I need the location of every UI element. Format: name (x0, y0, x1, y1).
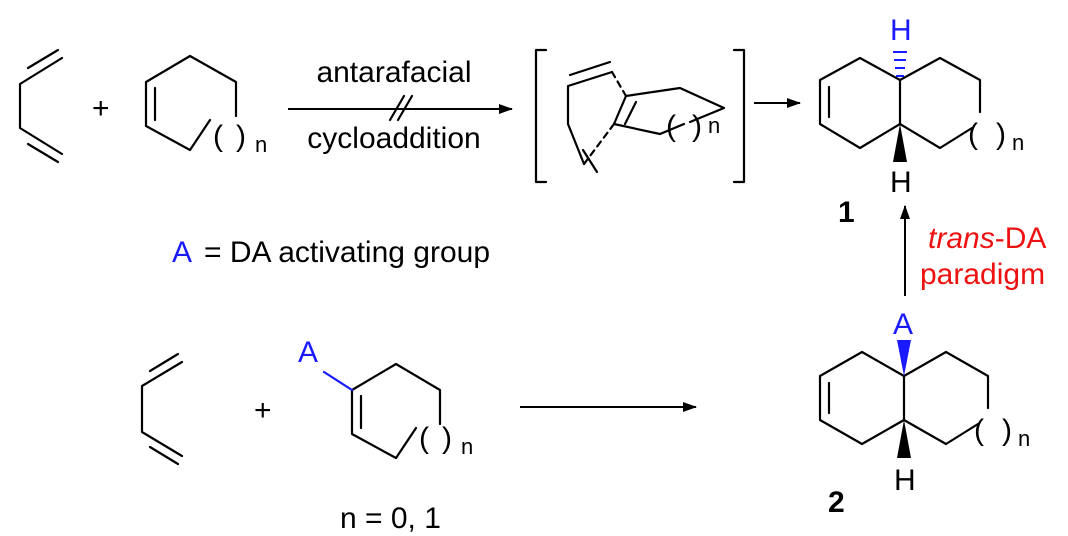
activating-group-letter: A (172, 236, 192, 269)
activating-group-description: = DA activating group (204, 236, 490, 269)
ring2-paren-open: ( (419, 422, 429, 455)
hydrogen-bottom: H (890, 166, 912, 199)
activated-cycloalkene: A ( ) n (298, 336, 473, 460)
arrow-label-antarafacial: antarafacial (316, 56, 471, 89)
p1-n-subscript: n (1012, 130, 1024, 155)
p2-paren-close: ) (1002, 414, 1012, 447)
paradigm-italic: trans (928, 222, 995, 255)
p2-paren-open: ( (974, 414, 984, 447)
plus-sign-bottom: + (254, 394, 272, 427)
n-values-label: n = 0, 1 (340, 502, 441, 535)
ts-n-subscript: n (708, 113, 720, 138)
plus-sign-top: + (92, 92, 110, 125)
activating-group-definition: A = DA activating group (172, 236, 490, 269)
forbidden-arrow: antarafacial cycloaddition (288, 56, 513, 155)
compound-label-2: 2 (828, 486, 845, 519)
p2-n-subscript: n (1018, 426, 1030, 451)
ring-n-subscript: n (255, 132, 267, 157)
ring-paren-close: ) (236, 120, 246, 153)
arrow-label-cycloaddition: cycloaddition (307, 122, 480, 155)
butadiene-bottom (140, 352, 184, 466)
hydrogen-product-2: H (894, 464, 916, 497)
cycloalkene-top: ( ) n (144, 54, 267, 157)
product-1-structure: ( ) n H H (818, 14, 1024, 199)
butadiene-top (18, 48, 64, 164)
ring-paren-open: ( (213, 120, 223, 153)
product-2-structure: ( ) n A H (818, 308, 1030, 497)
wedge-bond-a (897, 340, 911, 376)
ts-paren-close: ) (692, 110, 702, 143)
paradigm-line-1: trans-DA (928, 222, 1046, 255)
compound-label-1: 1 (838, 196, 855, 229)
paradigm-line-2: paradigm (920, 258, 1045, 291)
transition-state: ( ) n (534, 48, 746, 184)
paradigm-label: trans-DA paradigm (920, 222, 1046, 291)
p1-paren-close: ) (996, 118, 1006, 151)
substituent-a-product: A (893, 308, 913, 341)
paradigm-rest: -DA (995, 222, 1047, 255)
hashed-bond-top (893, 51, 907, 77)
hydrogen-top-blue: H (890, 14, 912, 47)
ring2-paren-close: ) (442, 422, 452, 455)
substituent-letter-a: A (298, 336, 318, 369)
p1-paren-open: ( (968, 118, 978, 151)
wedge-bond-h (897, 420, 911, 458)
ring2-n-subscript: n (461, 434, 473, 459)
wedge-bond-bottom (893, 124, 907, 162)
ts-paren-open: ( (666, 110, 676, 143)
